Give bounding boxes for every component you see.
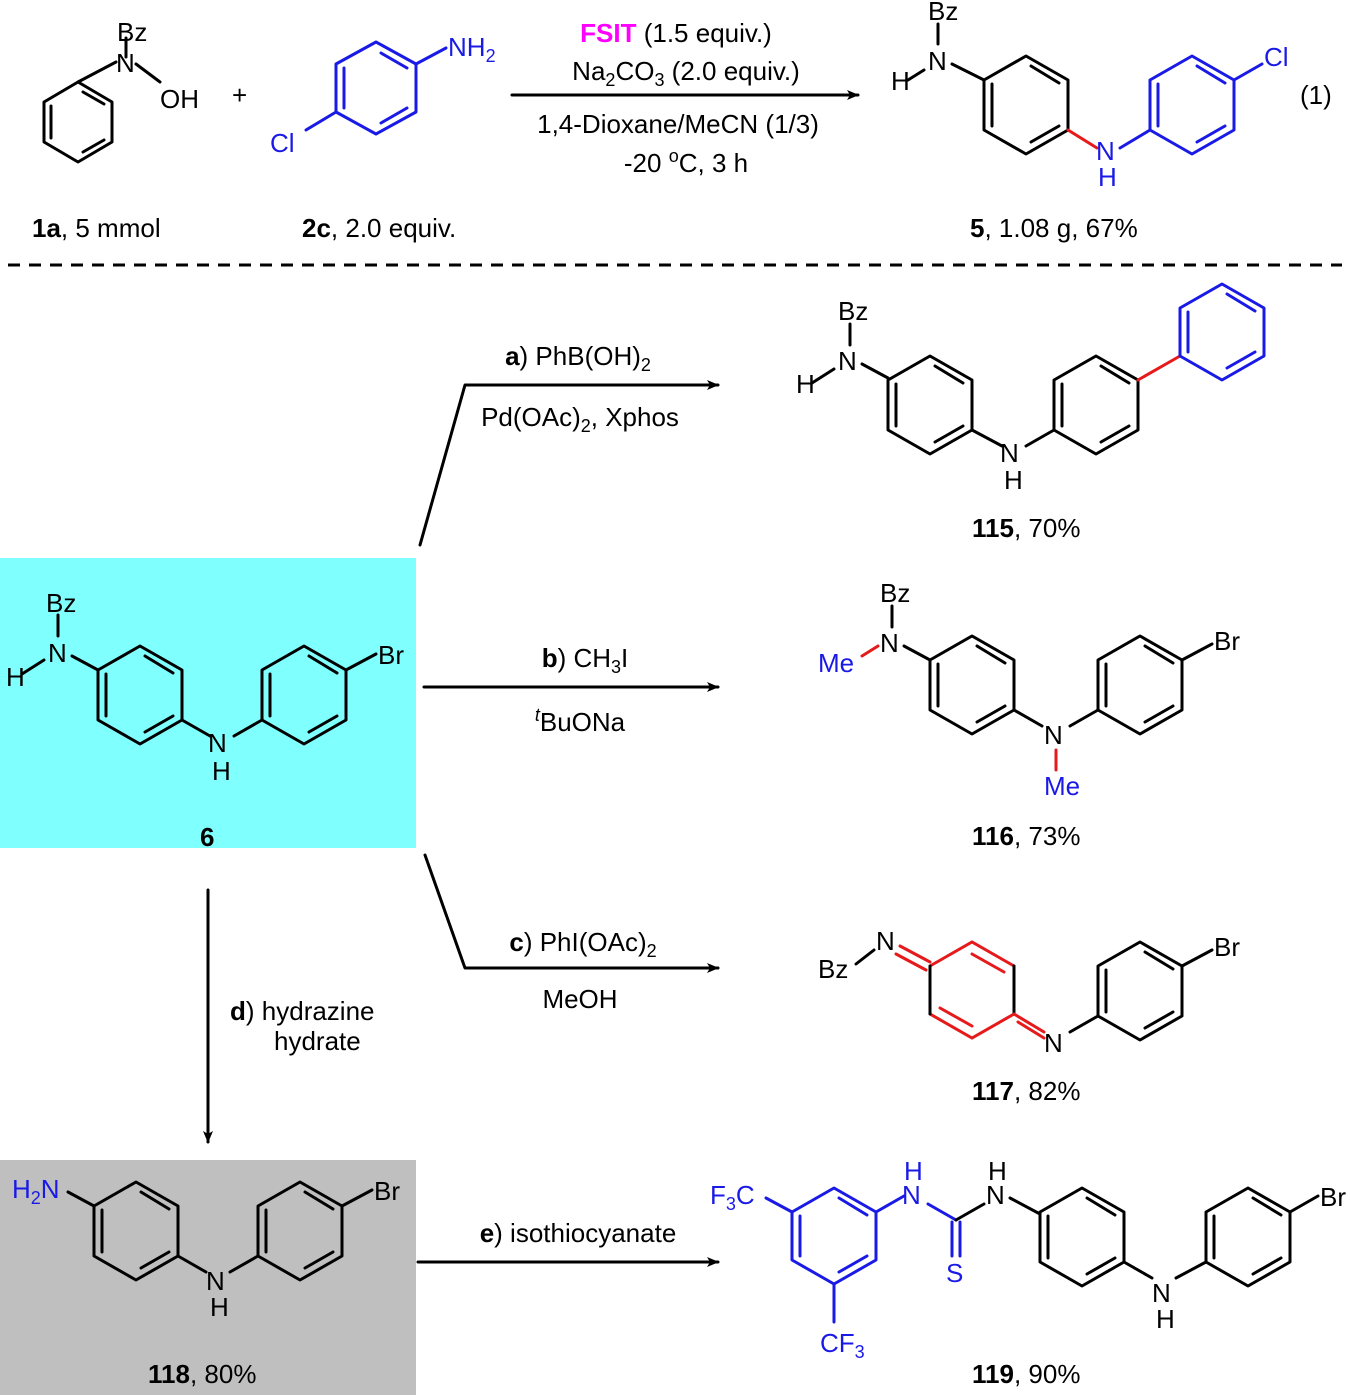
nh-label: N xyxy=(1096,136,1115,166)
n-label: N xyxy=(116,48,135,78)
eq1-solvent: 1,4-Dioxane/MeCN (1/3) xyxy=(537,109,819,139)
nh-h-label: H xyxy=(1156,1304,1175,1334)
br-label: Br xyxy=(378,640,404,670)
compound-118-highlight-box xyxy=(0,1160,416,1395)
nh-label: N xyxy=(1152,1278,1171,1308)
thiourea-n2-label: N xyxy=(986,1180,1005,1210)
n-label: N xyxy=(838,346,857,376)
n-label: N xyxy=(1044,1028,1063,1058)
compound-1a: Bz N OH xyxy=(42,17,199,164)
bz-label: Bz xyxy=(46,588,76,618)
bz-label: Bz xyxy=(117,17,147,47)
reaction-d-line2: hydrate xyxy=(274,1026,361,1056)
nh-h-label: H xyxy=(1004,465,1023,495)
cl-label: Cl xyxy=(270,128,295,158)
reaction-arrow-a xyxy=(418,380,720,547)
eq1-reagent-line1: FSIT (1.5 equiv.) xyxy=(580,18,772,48)
reaction-a-line1: a) PhB(OH)2 xyxy=(505,341,651,375)
label-116: 116, 73% xyxy=(972,821,1080,851)
f3c-label: F3C xyxy=(710,1180,755,1214)
thiourea-h1-label: H xyxy=(904,1156,923,1186)
eq1-reagent-line2: Na2CO3 (2.0 equiv.) xyxy=(572,56,800,90)
br-label: Br xyxy=(1320,1182,1346,1212)
h-label: H xyxy=(891,66,910,96)
thiourea-n1-label: N xyxy=(902,1180,921,1210)
compound-117: N Bz N Br xyxy=(818,926,1240,1058)
reaction-b-line1: b) CH3I xyxy=(542,643,629,677)
n-label: N xyxy=(928,46,947,76)
n-label: N xyxy=(1044,720,1063,750)
label-2c: 2c, 2.0 equiv. xyxy=(302,213,456,243)
reaction-d-line1: d) hydrazine xyxy=(230,996,375,1026)
br-label: Br xyxy=(374,1176,400,1206)
n-label: N xyxy=(876,926,895,956)
oh-label: OH xyxy=(160,84,199,114)
equation-number: (1) xyxy=(1300,80,1332,110)
nh-h-label: H xyxy=(212,756,231,786)
compound-116: Bz N Me N Me Br xyxy=(818,578,1240,801)
plus-sign: + xyxy=(232,80,247,110)
compound-5: Bz N H N H Cl xyxy=(891,0,1289,192)
me-label: Me xyxy=(818,648,854,678)
h2n-label: H2N xyxy=(12,1174,60,1208)
h-label: H xyxy=(796,369,815,399)
compound-119: F3C CF3 N H S N H N H Br xyxy=(710,1156,1346,1362)
nh2-label: NH2 xyxy=(448,32,496,66)
reaction-c-line1: c) PhI(OAc)2 xyxy=(509,927,656,961)
n-label: N xyxy=(48,638,67,668)
cl-label: Cl xyxy=(1264,42,1289,72)
reaction-e-line1: e) isothiocyanate xyxy=(480,1218,677,1248)
nh-label: N xyxy=(206,1266,225,1296)
reaction-b-line2: tBuONa xyxy=(535,705,626,737)
br-label: Br xyxy=(1214,626,1240,656)
me-label: Me xyxy=(1044,771,1080,801)
nh-label: N xyxy=(208,728,227,758)
n-label: N xyxy=(880,628,899,658)
compound-115: Bz N H N H xyxy=(796,282,1266,495)
bz-label: Bz xyxy=(838,296,868,326)
label-6: 6 xyxy=(200,822,214,852)
thiourea-h2-label: H xyxy=(988,1156,1007,1186)
reaction-arrow-c xyxy=(423,853,720,973)
eq1-conditions: -20 oC, 3 h xyxy=(624,146,748,178)
reaction-a-line2: Pd(OAc)2, Xphos xyxy=(481,402,679,436)
compound-118: H2N N H Br xyxy=(12,1174,400,1322)
s-label: S xyxy=(946,1258,963,1288)
br-label: Br xyxy=(1214,932,1240,962)
bz-label: Bz xyxy=(880,578,910,608)
label-115: 115, 70% xyxy=(972,513,1080,543)
label-117: 117, 82% xyxy=(972,1076,1080,1106)
bz-label: Bz xyxy=(928,0,958,26)
reaction-c-line2: MeOH xyxy=(542,984,617,1014)
label-119: 119, 90% xyxy=(972,1359,1080,1389)
h-label: H xyxy=(6,662,25,692)
compound-2c: NH2 Cl xyxy=(270,32,496,158)
nh-h-label: H xyxy=(1098,162,1117,192)
nh-label: N xyxy=(1000,438,1019,468)
cf3-label: CF3 xyxy=(820,1328,865,1362)
label-1a: 1a, 5 mmol xyxy=(32,213,161,243)
label-5: 5, 1.08 g, 67% xyxy=(970,213,1138,243)
bz-label: Bz xyxy=(818,954,848,984)
label-118: 118, 80% xyxy=(148,1359,256,1389)
compound-6: Bz N H N H Br xyxy=(6,588,404,786)
nh-h-label: H xyxy=(210,1292,229,1322)
